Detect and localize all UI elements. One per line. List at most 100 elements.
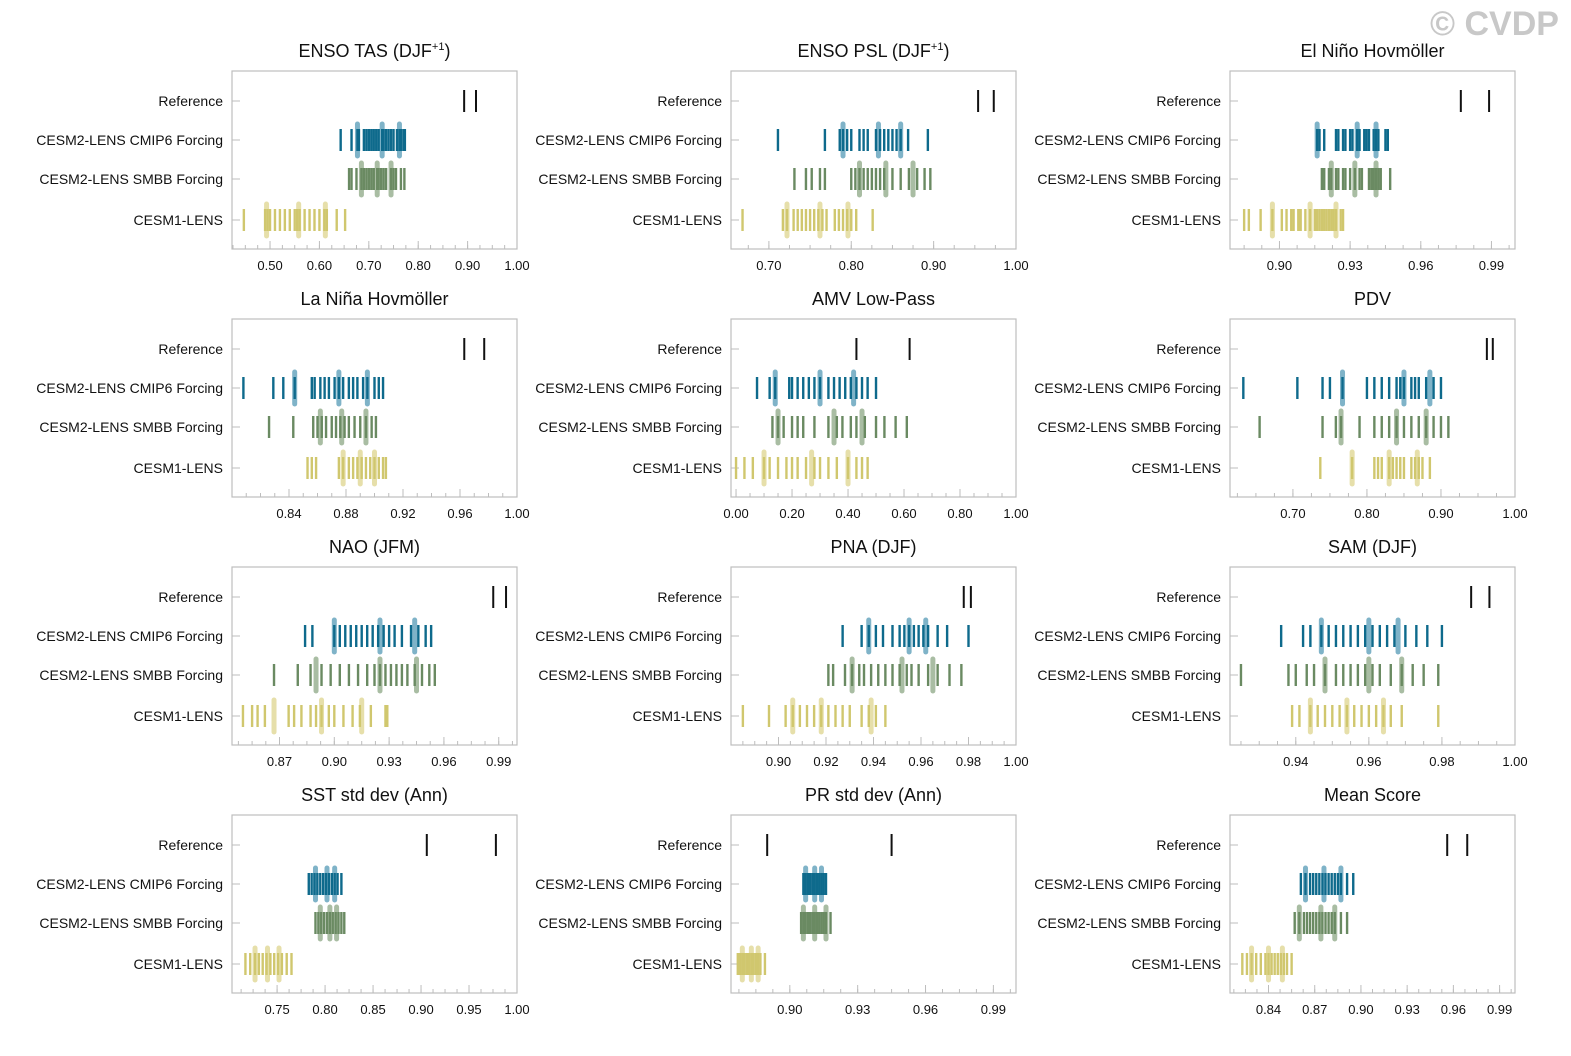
- plot-frame: [1229, 318, 1516, 498]
- row-label: Reference: [158, 341, 223, 357]
- x-tick-label: 0.98: [956, 754, 981, 769]
- x-tick-label: 0.84: [276, 506, 301, 521]
- x-tick-label: 1.00: [504, 258, 529, 273]
- x-tick-label: 0.70: [756, 258, 781, 273]
- x-tick-label: 1.00: [1003, 258, 1028, 273]
- x-tick-label: 1.00: [1502, 506, 1527, 521]
- x-tick-label: 0.88: [333, 506, 358, 521]
- row-label: CESM2-LENS CMIP6 Forcing: [36, 628, 223, 644]
- row-label: CESM2-LENS CMIP6 Forcing: [1034, 876, 1221, 892]
- x-tick-label: 0.90: [322, 754, 347, 769]
- x-tick-label: 0.99: [981, 1002, 1006, 1017]
- panel-title: PNA (DJF): [830, 537, 916, 557]
- row-label: CESM1-LENS: [1132, 708, 1221, 724]
- row-label: Reference: [657, 341, 722, 357]
- row-label: CESM2-LENS SMBB Forcing: [39, 915, 223, 931]
- row-label: CESM2-LENS CMIP6 Forcing: [36, 876, 223, 892]
- x-tick-label: 0.99: [486, 754, 511, 769]
- x-tick-label: 0.40: [835, 506, 860, 521]
- row-label: CESM2-LENS CMIP6 Forcing: [36, 132, 223, 148]
- row-label: CESM2-LENS SMBB Forcing: [538, 667, 722, 683]
- row-label: CESM1-LENS: [134, 460, 223, 476]
- x-tick-label: 0.80: [1354, 506, 1379, 521]
- x-tick-label: 1.00: [1502, 754, 1527, 769]
- x-tick-label: 0.50: [257, 258, 282, 273]
- x-tick-label: 0.93: [1337, 258, 1362, 273]
- plot-frame: [231, 814, 518, 994]
- x-tick-label: 0.87: [1302, 1002, 1327, 1017]
- plot-frame: [1229, 566, 1516, 746]
- x-tick-label: 0.80: [312, 1002, 337, 1017]
- row-label: CESM2-LENS CMIP6 Forcing: [1034, 628, 1221, 644]
- row-label: Reference: [1156, 589, 1221, 605]
- row-label: Reference: [1156, 341, 1221, 357]
- x-tick-label: 0.96: [431, 754, 456, 769]
- x-tick-label: 0.96: [1356, 754, 1381, 769]
- watermark: © CVDP: [1430, 5, 1559, 43]
- x-tick-label: 0.60: [891, 506, 916, 521]
- row-label: CESM2-LENS SMBB Forcing: [39, 171, 223, 187]
- row-label: CESM1-LENS: [134, 212, 223, 228]
- x-tick-label: 0.90: [1267, 258, 1292, 273]
- row-label: CESM2-LENS SMBB Forcing: [39, 419, 223, 435]
- plot-frame: [231, 566, 518, 746]
- x-tick-label: 0.85: [360, 1002, 385, 1017]
- plot-frame: [231, 70, 518, 250]
- row-label: CESM1-LENS: [633, 708, 722, 724]
- row-label: CESM1-LENS: [1132, 460, 1221, 476]
- plot-frame: [730, 70, 1017, 250]
- x-tick-label: 1.00: [1003, 506, 1028, 521]
- row-label: Reference: [1156, 837, 1221, 853]
- x-tick-label: 0.98: [1429, 754, 1454, 769]
- x-tick-label: 0.90: [455, 258, 480, 273]
- x-tick-label: 0.20: [779, 506, 804, 521]
- x-tick-label: 0.96: [913, 1002, 938, 1017]
- x-tick-label: 0.92: [390, 506, 415, 521]
- x-tick-label: 1.00: [1003, 754, 1028, 769]
- row-label: CESM1-LENS: [633, 212, 722, 228]
- x-tick-label: 0.93: [845, 1002, 870, 1017]
- row-label: CESM2-LENS SMBB Forcing: [1037, 915, 1221, 931]
- row-label: CESM2-LENS CMIP6 Forcing: [1034, 132, 1221, 148]
- panel-title: NAO (JFM): [329, 537, 420, 557]
- x-tick-label: 0.96: [447, 506, 472, 521]
- panel-title: PR std dev (Ann): [805, 785, 942, 805]
- row-label: CESM2-LENS CMIP6 Forcing: [535, 132, 722, 148]
- x-tick-label: 0.92: [813, 754, 838, 769]
- x-tick-label: 0.90: [408, 1002, 433, 1017]
- panel-title: AMV Low-Pass: [812, 289, 935, 309]
- row-label: CESM1-LENS: [134, 708, 223, 724]
- row-label: CESM1-LENS: [1132, 212, 1221, 228]
- panel-title: SST std dev (Ann): [301, 785, 448, 805]
- panel-title: SAM (DJF): [1328, 537, 1417, 557]
- row-label: CESM1-LENS: [1132, 956, 1221, 972]
- x-tick-label: 0.60: [307, 258, 332, 273]
- row-label: Reference: [657, 837, 722, 853]
- row-label: CESM2-LENS CMIP6 Forcing: [535, 876, 722, 892]
- row-label: CESM2-LENS CMIP6 Forcing: [535, 380, 722, 396]
- x-tick-label: 0.93: [376, 754, 401, 769]
- row-label: CESM2-LENS CMIP6 Forcing: [535, 628, 722, 644]
- row-label: Reference: [657, 589, 722, 605]
- row-label: CESM2-LENS SMBB Forcing: [538, 915, 722, 931]
- plot-frame: [730, 318, 1017, 498]
- x-tick-label: 0.95: [456, 1002, 481, 1017]
- panel-title: ENSO PSL (DJF+1): [798, 41, 950, 61]
- row-label: Reference: [158, 589, 223, 605]
- x-tick-label: 0.00: [723, 506, 748, 521]
- x-tick-label: 0.87: [267, 754, 292, 769]
- x-tick-label: 1.00: [504, 506, 529, 521]
- x-tick-label: 0.96: [1408, 258, 1433, 273]
- x-tick-label: 0.84: [1256, 1002, 1281, 1017]
- row-label: Reference: [657, 93, 722, 109]
